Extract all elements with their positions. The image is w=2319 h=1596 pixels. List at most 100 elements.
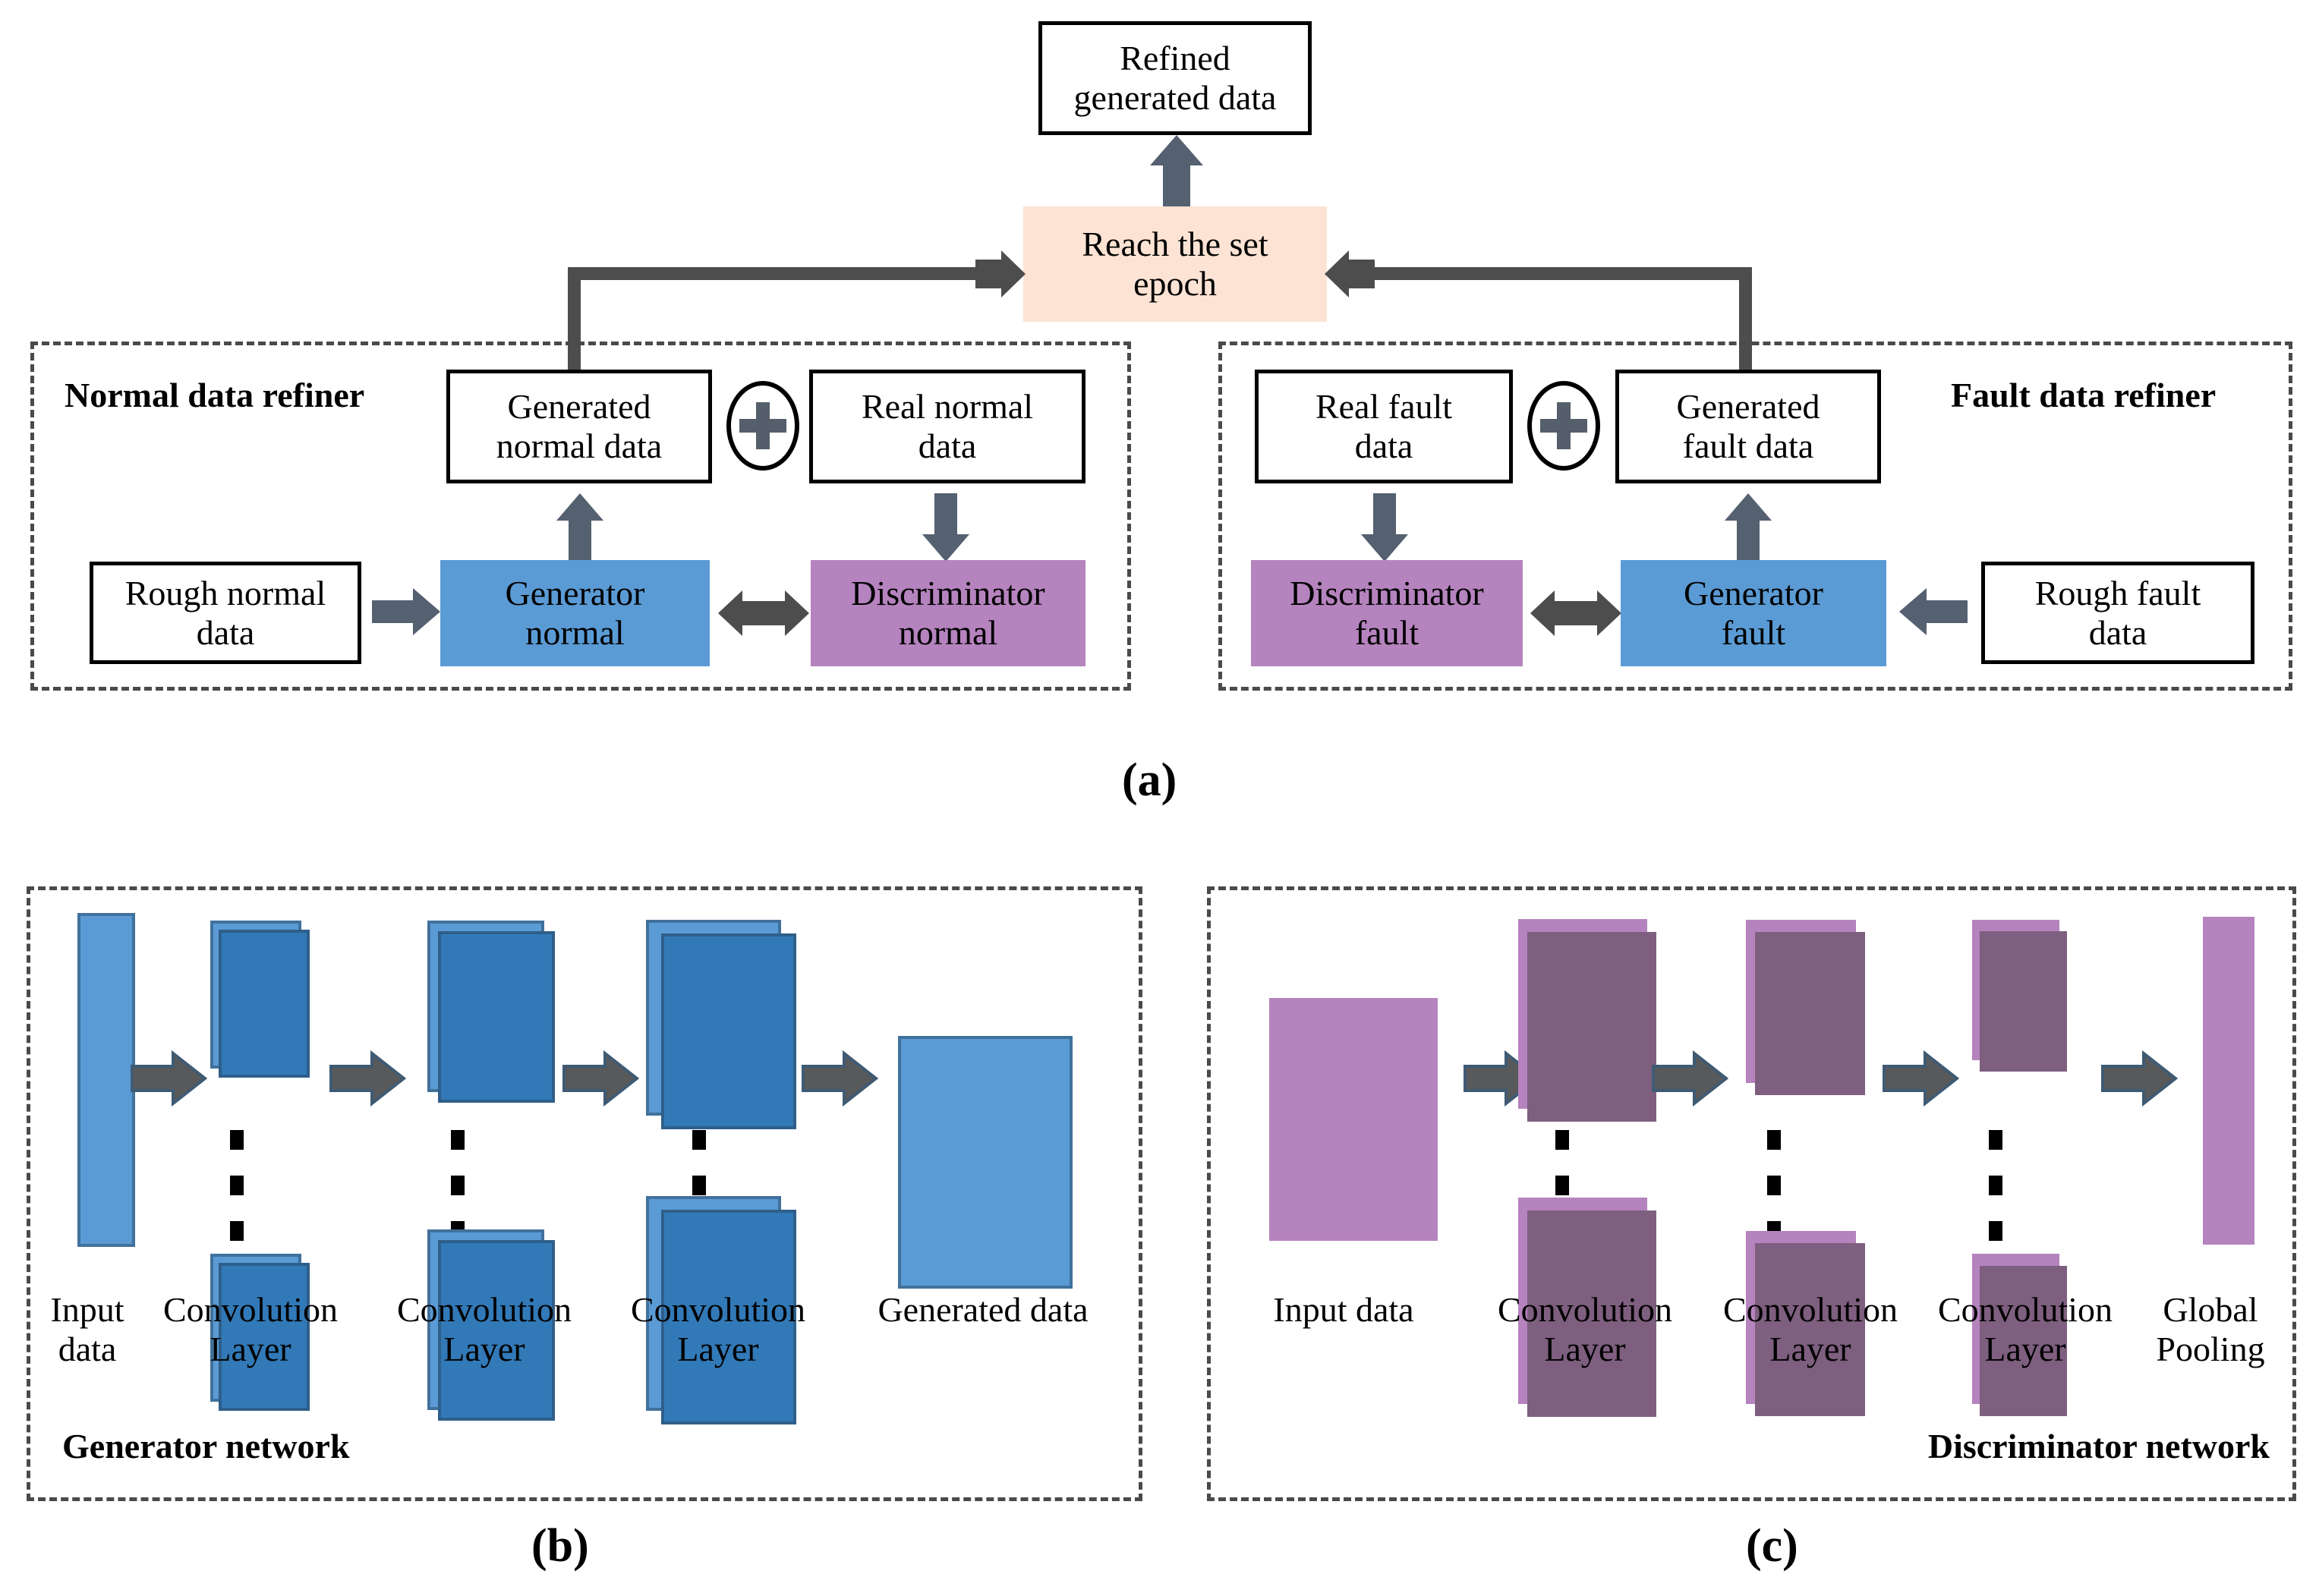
- feedback-line-left-vertical: [568, 267, 581, 376]
- discriminator-conv1-bottom-front: [1527, 1210, 1656, 1417]
- generator-arrow-4: [802, 1050, 879, 1107]
- rough-fault-data-box: Rough fault data: [1981, 562, 2254, 664]
- discriminator-normal-line1: Discriminator: [851, 574, 1045, 613]
- generator-normal-line2: normal: [525, 613, 625, 652]
- generator-arrow-1: [131, 1050, 208, 1107]
- arrow-left-feedback-head: [975, 250, 1026, 297]
- discriminator-label-1-line1: Convolution: [1497, 1290, 1673, 1329]
- discriminator-label-2-line1: Convolution: [1722, 1290, 1898, 1329]
- arrow-real-to-discriminator-fault: [1361, 493, 1408, 562]
- real-normal-data-line1: Real normal: [861, 387, 1034, 427]
- arrow-generator-discriminator-normal: [718, 590, 809, 636]
- real-normal-data-line2: data: [918, 427, 977, 465]
- discriminator-conv3-bottom-front: [1980, 1266, 2067, 1416]
- fault-data-refiner-panel: [1218, 342, 2292, 691]
- discriminator-label-3-line1: Convolution: [1937, 1290, 2113, 1329]
- normal-data-refiner-panel: [30, 342, 1131, 691]
- plus-combine-icon-right: [1527, 381, 1600, 471]
- generator-label-3-line2: Layer: [677, 1329, 759, 1368]
- generator-label-1-line2: Layer: [210, 1329, 291, 1368]
- normal-data-refiner-title: Normal data refiner: [65, 376, 365, 414]
- fault-data-refiner-title: Fault data refiner: [1951, 376, 2217, 414]
- arrow-right-feedback-head: [1325, 250, 1375, 297]
- feedback-line-left-horizontal: [568, 267, 981, 280]
- discriminator-label-1: Convolution Layer: [1479, 1290, 1691, 1368]
- generator-input-data-block: [77, 913, 135, 1247]
- generator-label-0-line1: Input: [50, 1290, 124, 1329]
- generator-label-0-line2: data: [58, 1329, 117, 1368]
- generator-output-block: [898, 1036, 1073, 1289]
- generator-label-3-line1: Convolution: [630, 1290, 806, 1329]
- generator-normal-box: Generator normal: [440, 560, 710, 666]
- generator-label-2-line2: Layer: [443, 1329, 525, 1368]
- discriminator-conv3-dots: [1989, 1130, 2002, 1267]
- discriminator-fault-line2: fault: [1354, 613, 1419, 652]
- generated-normal-data-line2: normal data: [496, 427, 663, 465]
- discriminator-fault-line1: Discriminator: [1290, 574, 1484, 613]
- generator-network-title: Generator network: [62, 1427, 350, 1465]
- reach-set-epoch-line1: Reach the set: [1082, 225, 1268, 264]
- refined-generated-data-box: Refined generated data: [1038, 21, 1312, 135]
- generator-normal-line1: Generator: [505, 574, 645, 613]
- real-fault-data-line2: data: [1354, 427, 1413, 465]
- rough-normal-data-line2: data: [196, 612, 255, 652]
- discriminator-label-0: Input data: [1218, 1290, 1469, 1330]
- reach-set-epoch-box: Reach the set epoch: [1023, 206, 1327, 322]
- generated-fault-data-box: Generated fault data: [1615, 370, 1881, 483]
- generator-conv1-top-front: [219, 930, 310, 1078]
- arrow-generator-to-generated-fault: [1725, 493, 1772, 562]
- arrow-epoch-to-refined: [1150, 135, 1203, 222]
- generated-normal-data-box: Generated normal data: [446, 370, 712, 483]
- generator-conv3-top-front: [661, 933, 796, 1129]
- generator-arrow-3: [562, 1050, 640, 1107]
- discriminator-label-2: Convolution Layer: [1704, 1290, 1917, 1368]
- generated-fault-data-line2: fault data: [1682, 427, 1814, 465]
- discriminator-network-panel: [1207, 886, 2296, 1501]
- feedback-line-right-horizontal: [1374, 267, 1752, 280]
- discriminator-conv3-top-front: [1980, 931, 2067, 1072]
- refined-generated-data-line1: Refined: [1120, 39, 1230, 78]
- refined-generated-data-line2: generated data: [1073, 78, 1277, 117]
- generator-label-1-line1: Convolution: [162, 1290, 339, 1329]
- rough-fault-data-line1: Rough fault: [2034, 573, 2201, 612]
- arrow-rough-to-generator-fault: [1899, 588, 1968, 635]
- discriminator-input-data-block: [1269, 998, 1438, 1241]
- generator-label-2-line1: Convolution: [396, 1290, 572, 1329]
- discriminator-label-4-line2: Pooling: [2156, 1329, 2265, 1368]
- discriminator-label-2-line2: Layer: [1769, 1329, 1851, 1368]
- discriminator-normal-line2: normal: [898, 613, 998, 652]
- arrow-generator-to-generated-normal: [556, 493, 603, 562]
- feedback-line-right-vertical: [1739, 267, 1752, 376]
- caption-c: (c): [1746, 1520, 1798, 1572]
- rough-normal-data-box: Rough normal data: [90, 562, 361, 664]
- generator-label-4-line1: Generated data: [878, 1290, 1089, 1329]
- plus-combine-icon-left: [726, 381, 799, 471]
- arrow-discriminator-generator-fault: [1530, 590, 1621, 636]
- arrow-rough-to-generator-normal: [372, 588, 440, 635]
- discriminator-label-0-line1: Input data: [1273, 1290, 1414, 1329]
- discriminator-fault-box: Discriminator fault: [1251, 560, 1523, 666]
- discriminator-label-1-line2: Layer: [1544, 1329, 1626, 1368]
- discriminator-label-3: Convolution Layer: [1919, 1290, 2132, 1368]
- generator-conv2-bottom-front: [438, 1240, 555, 1421]
- real-fault-data-box: Real fault data: [1255, 370, 1513, 483]
- generator-label-4: Generated data: [858, 1290, 1108, 1330]
- generator-label-3: Convolution Layer: [612, 1290, 824, 1368]
- generator-fault-line1: Generator: [1684, 574, 1823, 613]
- rough-normal-data-line1: Rough normal: [124, 573, 326, 612]
- reach-set-epoch-line2: epoch: [1133, 264, 1217, 303]
- real-fault-data-line1: Real fault: [1315, 387, 1453, 427]
- discriminator-global-pooling-block: [2203, 917, 2254, 1245]
- generated-normal-data-line1: Generated: [507, 387, 651, 427]
- discriminator-label-4: Global Pooling: [2135, 1290, 2286, 1368]
- generator-conv1-bottom-front: [219, 1263, 310, 1411]
- generator-conv3-bottom-front: [661, 1210, 796, 1424]
- discriminator-conv2-bottom-front: [1755, 1243, 1865, 1416]
- discriminator-arrow-2: [1652, 1050, 1729, 1107]
- arrow-real-to-discriminator-normal: [922, 493, 969, 562]
- real-normal-data-box: Real normal data: [809, 370, 1085, 483]
- rough-fault-data-line2: data: [2088, 612, 2147, 652]
- generator-fault-box: Generator fault: [1621, 560, 1886, 666]
- discriminator-label-4-line1: Global: [2163, 1290, 2258, 1329]
